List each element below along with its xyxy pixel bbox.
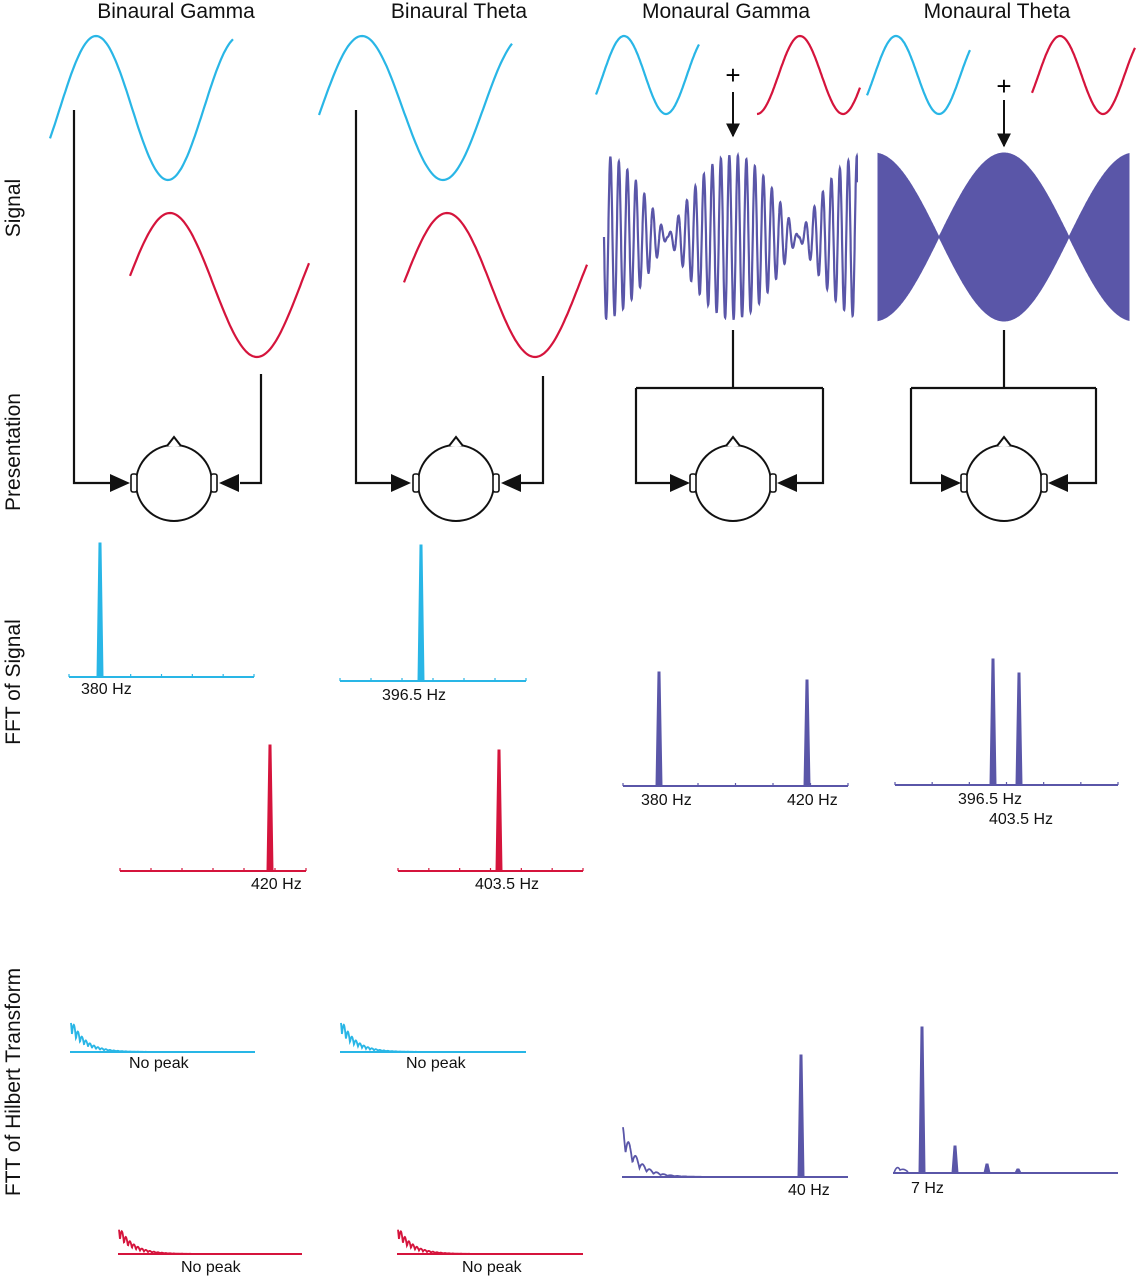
head-binaural-theta — [417, 444, 495, 522]
fft-hilbert-row — [70, 1022, 1118, 1255]
nose-binaural-gamma — [166, 435, 182, 447]
beat-envelope-monaural-theta — [877, 152, 1130, 322]
right-arrowhead-monaural-gamma — [777, 474, 797, 492]
left-ear-binaural-theta — [412, 473, 420, 493]
fft-peak-monaural-gamma-low — [655, 671, 663, 787]
hilbert-peak-monaural-theta-fourth — [1014, 1168, 1022, 1174]
left-arrowhead-binaural-theta — [391, 474, 411, 492]
nose-binaural-theta — [448, 435, 464, 447]
right-arrowhead-monaural-theta — [1048, 474, 1068, 492]
left-arrowhead-monaural-theta — [941, 474, 961, 492]
right-ear-binaural-gamma — [210, 473, 218, 493]
hilbert-peak-monaural-theta-second — [951, 1145, 959, 1174]
fft-peak-binaural-gamma-right — [266, 744, 274, 872]
hilbert-peak-monaural-theta-third — [983, 1163, 991, 1174]
left-ear-binaural-gamma — [130, 473, 138, 493]
signal-row — [48, 34, 1136, 359]
left-branch-monaural-theta — [909, 388, 942, 485]
fft-label-monaural-theta-high: 403.5 Hz — [989, 811, 1054, 828]
hilbert-binaural-gamma-right-curve — [118, 1229, 302, 1255]
fft-signal-row — [68, 542, 1119, 872]
fft-peak-binaural-theta-right — [495, 749, 503, 872]
left-arrowhead-monaural-gamma — [670, 474, 690, 492]
fft-peak-monaural-theta-high — [1015, 672, 1023, 786]
left-ear-sine-monaural-theta — [865, 34, 971, 116]
fft-peak-monaural-gamma-high — [803, 679, 811, 787]
beat-waveform-monaural-gamma — [602, 151, 858, 320]
right-arrowhead-binaural-gamma — [219, 474, 239, 492]
column-title-binaural-gamma: Binaural Gamma — [97, 0, 255, 23]
hilbert-label-binaural-theta-right: No peak — [462, 1259, 522, 1276]
hilbert-binaural-theta-left-curve — [340, 1022, 526, 1053]
left-line-binaural-gamma — [72, 110, 111, 485]
fft-label-monaural-theta-low: 396.5 Hz — [958, 791, 1023, 808]
head-monaural-theta — [965, 444, 1043, 522]
hilbert-monaural-gamma-curve — [622, 1127, 848, 1178]
left-ear-sine-monaural-gamma — [594, 34, 700, 116]
right-ear-sine-monaural-gamma — [756, 34, 862, 116]
right-ear-sine-monaural-theta — [1030, 34, 1136, 116]
left-ear-monaural-theta — [960, 473, 968, 493]
left-line-binaural-theta — [354, 110, 392, 485]
hilbert-label-binaural-theta-left: No peak — [406, 1055, 466, 1072]
column-title-monaural-gamma: Monaural Gamma — [641, 0, 811, 23]
fft-label-binaural-theta-right: 403.5 Hz — [475, 876, 540, 893]
right-branch-monaural-theta — [1068, 388, 1098, 485]
right-line-binaural-gamma — [240, 374, 263, 485]
head-binaural-gamma — [135, 444, 213, 522]
right-ear-binaural-theta — [492, 473, 500, 493]
hilbert-label-monaural-theta: 7 Hz — [911, 1180, 944, 1197]
fft-label-binaural-gamma-right: 420 Hz — [251, 876, 302, 893]
column-title-monaural-theta: Monaural Theta — [923, 0, 1071, 23]
right-branch-monaural-gamma — [797, 388, 825, 485]
plus-signs: + + — [725, 60, 1011, 101]
fft-peak-binaural-theta-left — [417, 544, 425, 682]
fft-label-monaural-gamma-high: 420 Hz — [787, 792, 838, 809]
right-ear-sine-binaural-theta — [402, 211, 589, 359]
right-ear-sine-binaural-gamma — [128, 211, 311, 359]
hilbert-label-binaural-gamma-right: No peak — [181, 1259, 241, 1276]
fft-peak-monaural-theta-low — [989, 658, 997, 786]
left-branch-monaural-gamma — [634, 388, 671, 485]
left-ear-sine-binaural-gamma — [48, 34, 234, 182]
hilbert-peak-monaural-gamma — [797, 1054, 805, 1178]
right-line-binaural-theta — [521, 376, 545, 485]
presentation-row — [72, 110, 1098, 522]
column-title-binaural-theta: Binaural Theta — [390, 0, 528, 23]
right-ear-monaural-gamma — [769, 473, 777, 493]
hilbert-label-binaural-gamma-left: No peak — [129, 1055, 189, 1072]
left-arrowhead-binaural-gamma — [110, 474, 130, 492]
head-monaural-gamma — [694, 444, 772, 522]
left-ear-sine-binaural-theta — [317, 34, 513, 182]
hilbert-binaural-theta-right-curve — [397, 1229, 583, 1255]
fft-peak-binaural-gamma-left — [96, 542, 104, 678]
hilbert-monaural-theta-start — [893, 1166, 909, 1174]
hilbert-label-monaural-gamma: 40 Hz — [788, 1182, 830, 1199]
right-arrowhead-binaural-theta — [501, 474, 521, 492]
fft-label-monaural-gamma-low: 380 Hz — [641, 792, 692, 809]
fft-label-binaural-theta-left: 396.5 Hz — [382, 687, 447, 704]
right-ear-monaural-theta — [1040, 473, 1048, 493]
hilbert-peak-monaural-theta-main — [918, 1026, 926, 1174]
plus-sign-monaural-theta: + — [996, 71, 1011, 101]
left-ear-monaural-gamma — [689, 473, 697, 493]
nose-monaural-gamma — [725, 435, 741, 447]
nose-monaural-theta — [996, 435, 1012, 447]
plus-sign-monaural-gamma: + — [725, 60, 740, 90]
hilbert-binaural-gamma-left-curve — [70, 1022, 255, 1053]
fft-label-binaural-gamma-left: 380 Hz — [81, 681, 132, 698]
